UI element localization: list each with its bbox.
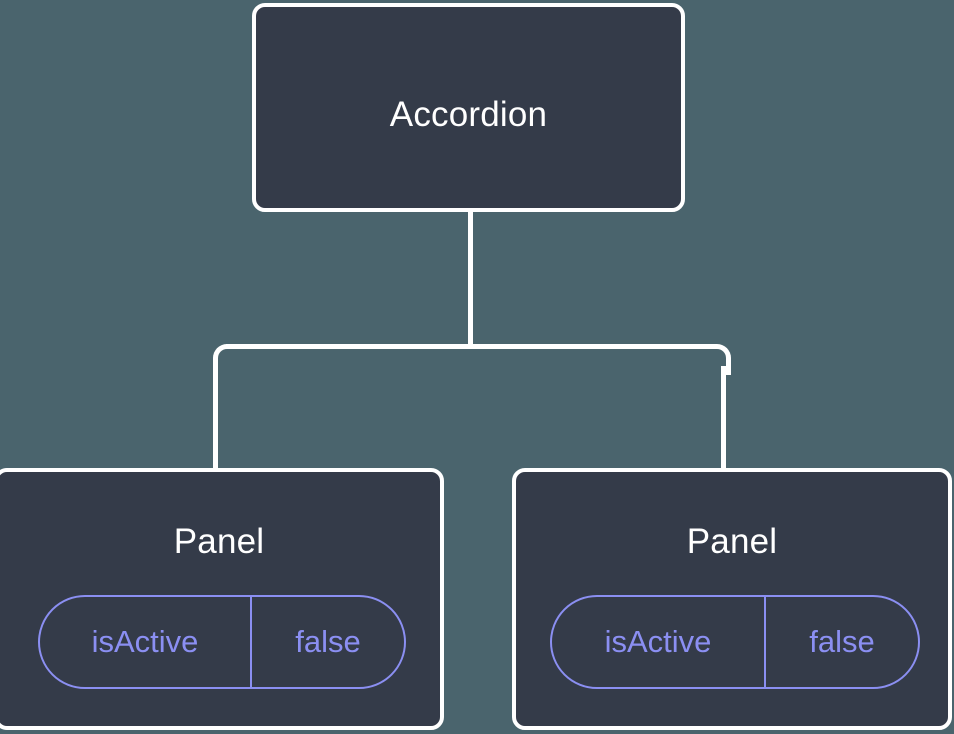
attribute-pill-left[interactable]: isActive false [38,595,406,689]
node-panel-right[interactable]: Panel isActive false [512,468,952,730]
attribute-value-left: false [295,624,361,659]
attribute-key-left: isActive [91,624,199,659]
edge-right-drop [721,366,726,472]
attribute-value-right: false [809,624,875,659]
attribute-divider-right [764,597,766,687]
edge-corner-left [213,344,244,375]
attribute-key-right: isActive [604,624,712,659]
node-panel-right-label: Panel [686,522,778,561]
node-accordion[interactable]: Accordion [252,3,685,212]
attribute-divider-left [250,597,252,687]
edge-branch-bar [226,344,713,349]
edge-left-drop [213,366,218,472]
node-panel-left-label: Panel [173,522,265,561]
node-accordion-label: Accordion [389,95,548,134]
edge-corner-right [700,344,731,375]
attribute-pill-right[interactable]: isActive false [550,595,920,689]
edge-root-trunk [468,208,473,348]
node-panel-left[interactable]: Panel isActive false [0,468,444,730]
